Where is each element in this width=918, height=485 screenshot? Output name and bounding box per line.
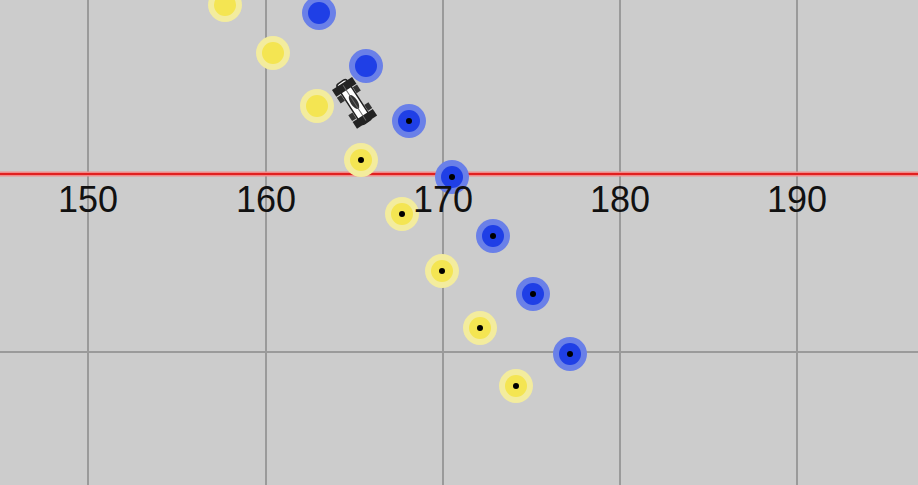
blue-cone [349,49,383,83]
yellow-cone [344,143,378,177]
yellow-cone [463,311,497,345]
blue-cone [476,219,510,253]
yellow-cone [425,254,459,288]
cones [208,0,587,403]
axis-label: 160 [236,180,296,220]
yellow-cone [300,89,334,123]
yellow-cone [208,0,242,22]
yellow-cone [499,369,533,403]
blue-cone [392,104,426,138]
axis-label: 150 [58,180,118,220]
yellow-cone [256,36,290,70]
blue-cone [302,0,336,30]
blue-cone [516,277,550,311]
axis-label: 170 [413,180,473,220]
race-car [331,75,377,128]
axis-label: 190 [767,180,827,220]
axis-label: 180 [590,180,650,220]
blue-cone [553,337,587,371]
